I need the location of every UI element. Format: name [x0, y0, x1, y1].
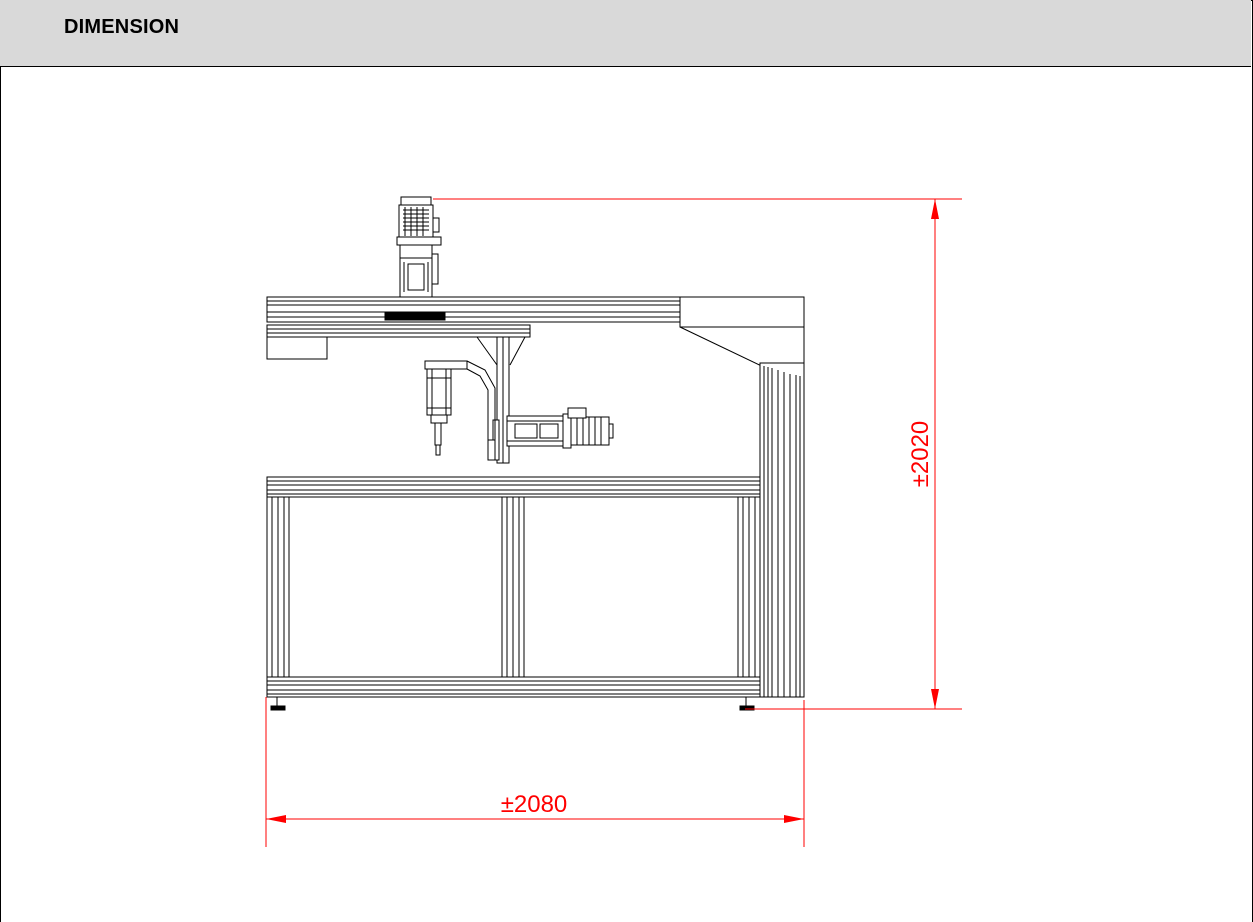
pneumatic-cylinder	[424, 360, 496, 461]
gear-motor	[506, 407, 614, 449]
width-dimension	[265, 697, 805, 847]
height-dimension	[433, 198, 962, 710]
right-post	[759, 362, 805, 698]
section-header: DIMENSION	[0, 0, 1251, 67]
frame-legs	[266, 496, 761, 678]
side-box	[266, 336, 328, 360]
hanging-bracket	[476, 336, 526, 464]
machine-outline	[266, 196, 805, 711]
top-motor	[396, 196, 442, 298]
leveling-feet	[270, 697, 755, 711]
section-title: DIMENSION	[64, 16, 180, 38]
top-rail	[266, 296, 681, 323]
width-dimension-label: ±2080	[501, 791, 568, 818]
height-dimension-label: ±2020	[907, 421, 934, 488]
lower-beam	[266, 324, 531, 338]
table-top-beam	[266, 476, 761, 498]
bottom-beam	[266, 676, 761, 698]
